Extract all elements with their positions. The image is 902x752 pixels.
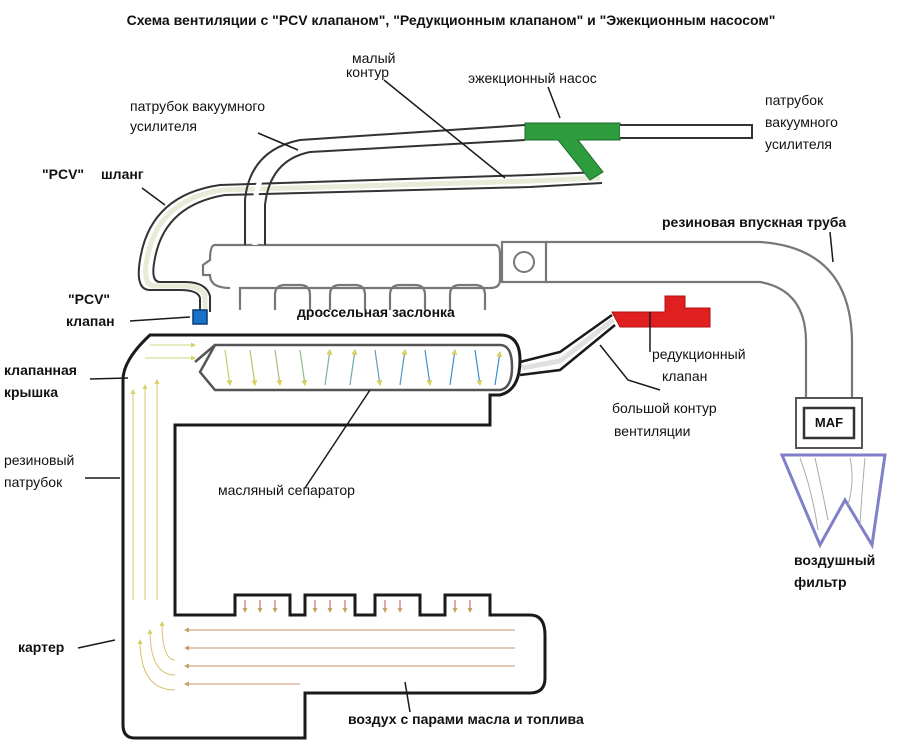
throttle-body	[500, 240, 548, 284]
label-oil-separator: масляный сепаратор	[218, 482, 355, 498]
label-air-filter-1: воздушный	[794, 552, 876, 568]
leader-lines	[77, 79, 834, 713]
label-small-circuit-1: малый	[352, 50, 396, 66]
crankcase-flow-arrows	[137, 600, 515, 691]
label-vac-left-2: усилителя	[130, 118, 197, 134]
label-reduction-valve-1: редукционный	[652, 346, 746, 362]
label-vac-right-1: патрубок	[765, 92, 824, 108]
label-air-filter-2: фильтр	[794, 574, 847, 590]
riser-flow-arrows	[130, 342, 196, 600]
label-rubber-pipe-2: патрубок	[4, 474, 63, 490]
label-reduction-valve-2: клапан	[662, 368, 708, 384]
big-circuit-hose	[519, 313, 616, 377]
label-rubber-pipe-1: резиновый	[4, 452, 75, 468]
label-pcv-hose-2: шланг	[101, 166, 144, 182]
label-ejector-pump: эжекционный насос	[468, 70, 597, 86]
diagram-title: Схема вентиляции с "PCV клапаном", "Реду…	[126, 12, 776, 28]
intake-manifold	[201, 243, 502, 310]
label-valve-cover-1: клапанная	[4, 362, 77, 378]
label-vac-left-1: патрубок вакуумного	[130, 98, 265, 114]
label-vac-right-2: вакуумного	[765, 114, 838, 130]
label-pcv-valve-2: клапан	[66, 313, 115, 329]
label-air-vapors: воздух с парами масла и топлива	[348, 711, 584, 727]
pcv-valve	[192, 309, 208, 325]
small-circuit-hose	[244, 124, 526, 245]
label-vac-right-3: усилителя	[765, 136, 832, 152]
maf-label: MAF	[814, 415, 844, 430]
air-filter	[779, 453, 887, 550]
oil-separator-chamber	[198, 343, 514, 392]
label-small-circuit-2: контур	[346, 64, 389, 80]
separator-flow-arrows	[224, 348, 503, 387]
throttle-plate	[513, 251, 535, 273]
crankcase-outline	[121, 333, 547, 740]
separator-baffle	[194, 344, 216, 363]
label-throttle: дроссельная заслонка	[297, 304, 455, 320]
label-pcv-valve-1: "PCV"	[68, 291, 111, 307]
ejector-pump	[524, 122, 621, 181]
pcv-hose	[137, 171, 603, 312]
reduction-valve	[611, 295, 711, 328]
label-big-circuit-2: вентиляции	[614, 423, 691, 439]
label-crankcase: картер	[18, 639, 65, 655]
label-intake-pipe: резиновая впускная труба	[662, 214, 847, 230]
label-big-circuit-1: большой контур	[612, 400, 717, 416]
intake-pipe	[546, 240, 854, 398]
vacuum-booster-hose	[620, 124, 753, 139]
label-pcv-hose-1: "PCV"	[42, 166, 85, 182]
label-valve-cover-2: крышка	[4, 384, 58, 400]
